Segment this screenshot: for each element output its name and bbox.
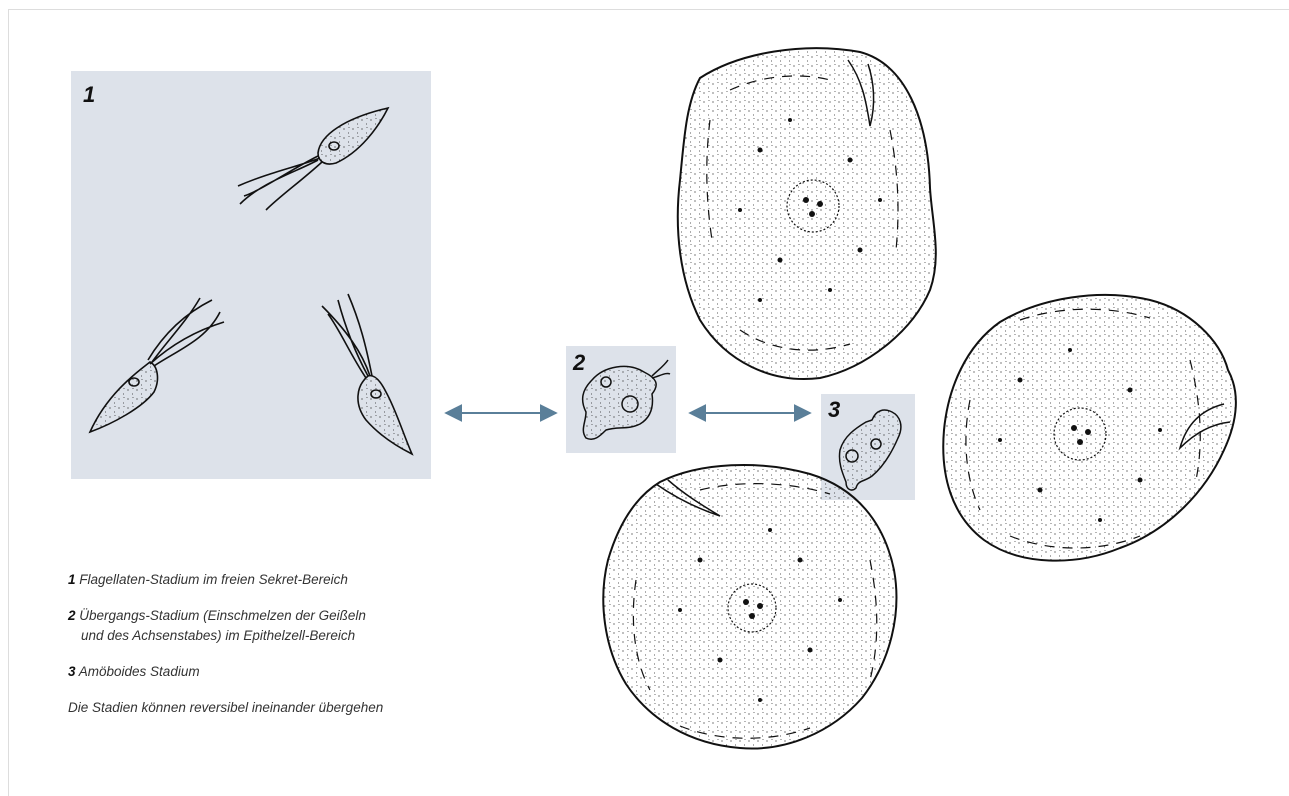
legend: 1 Flagellaten-Stadium im freien Sekret-B… [68,570,588,734]
flagellate-icon [583,360,670,439]
epithelial-cell-icon [943,295,1236,561]
legend-item-2-number: 2 [68,608,76,623]
flagellate-icon [322,294,412,454]
legend-item-3-number: 3 [68,664,76,679]
legend-item-1: 1 Flagellaten-Stadium im freien Sekret-B… [68,570,588,590]
legend-item-2: 2 Übergangs-Stadium (Einschmelzen der Ge… [68,606,588,646]
amoeboid-icon [839,410,900,490]
legend-item-1-number: 1 [68,572,76,587]
epithelial-cell-icon [678,48,936,379]
legend-item-3: 3 Amöboides Stadium [68,662,588,682]
epithelial-cell-icon [603,465,896,749]
flagellate-icon [90,298,224,432]
legend-item-3-text: Amöboides Stadium [79,664,200,679]
flagellate-icon [238,108,388,210]
legend-item-1-text: Flagellaten-Stadium im freien Sekret-Ber… [79,572,348,587]
legend-item-2-text-line1: Übergangs-Stadium (Einschmelzen der Geiß… [79,608,366,623]
legend-item-2-text-line2: und des Achsenstabes) im Epithelzell-Ber… [68,626,588,646]
legend-note: Die Stadien können reversibel ineinander… [68,698,588,718]
